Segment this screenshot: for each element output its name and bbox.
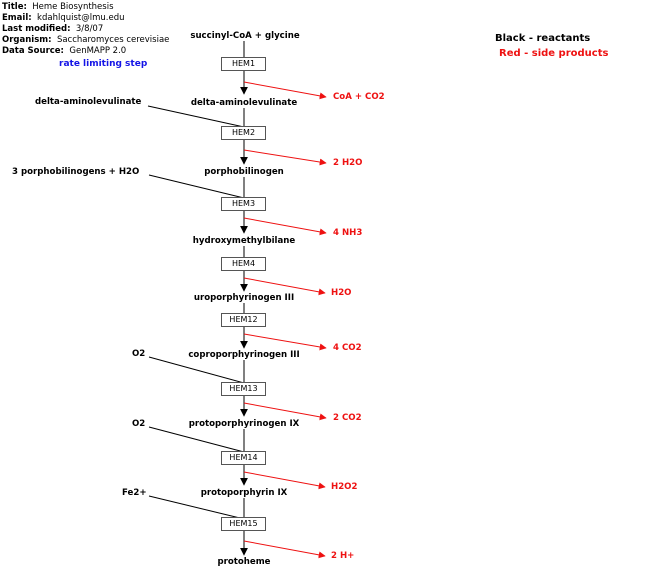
side-arrow-8 — [243, 540, 326, 559]
modified-key: Last modified: — [2, 24, 71, 34]
metabolite-porphobilinogen: porphobilinogen — [204, 167, 284, 177]
metabolite-uroporphyrinogen-iii: uroporphyrinogen III — [193, 293, 295, 303]
side-arrow-7 — [243, 471, 326, 490]
title-key: Title: — [2, 2, 27, 12]
legend-reactants: Black - reactants — [495, 33, 591, 44]
metabolite-succinyl-coa-glycine: succinyl-CoA + glycine — [190, 31, 300, 41]
modified-value: 3/8/07 — [75, 24, 104, 34]
metabolite-delta-aminolevulinate: delta-aminolevulinate — [190, 98, 298, 108]
input-line-pbg — [148, 174, 245, 199]
title-row: Title: Heme Biosynthesis — [2, 2, 169, 13]
metabolite-hydroxymethylbilane: hydroxymethylbilane — [192, 236, 296, 246]
metabolite-protoheme: protoheme — [217, 557, 271, 567]
metabolite-coproporphyrinogen-iii: coproporphyrinogen III — [188, 350, 300, 360]
side-product-h2o: H2O — [331, 288, 352, 298]
side-product-2-h2o: 2 H2O — [333, 158, 363, 168]
cosubstrate-o2-first: O2 — [132, 349, 146, 359]
pathway-info: Title: Heme Biosynthesis Email: kdahlqui… — [2, 2, 169, 57]
enzyme-hem4[interactable]: HEM4 — [221, 257, 266, 271]
modified-row: Last modified: 3/8/07 — [2, 24, 169, 35]
side-product-h2o2: H2O2 — [331, 482, 358, 492]
source-row: Data Source: GenMAPP 2.0 — [2, 46, 169, 57]
cosubstrate-porphobilinogens-h2o: 3 porphobilinogens + H2O — [12, 167, 140, 177]
side-arrow-3 — [243, 217, 327, 236]
email-key: Email: — [2, 13, 32, 23]
source-key: Data Source: — [2, 46, 64, 56]
enzyme-hem2[interactable]: HEM2 — [221, 126, 266, 140]
organism-value: Saccharomyces cerevisiae — [56, 35, 170, 45]
cosubstrate-fe2: Fe2+ — [122, 488, 147, 498]
email-value[interactable]: kdahlquist@lmu.edu — [37, 13, 125, 23]
cosubstrate-o2-second: O2 — [132, 419, 146, 429]
enzyme-hem15[interactable]: HEM15 — [221, 517, 266, 531]
input-line-o2-a — [148, 356, 245, 384]
side-arrow-6 — [243, 402, 327, 421]
input-line-o2-b — [148, 426, 245, 453]
side-arrow-2 — [243, 149, 327, 166]
enzyme-hem14[interactable]: HEM14 — [221, 451, 266, 465]
email-row: Email: kdahlquist@lmu.edu — [2, 13, 169, 24]
input-line-fe — [148, 495, 245, 520]
side-product-coa-co2: CoA + CO2 — [333, 92, 385, 102]
rate-limiting-label: rate limiting step — [59, 59, 148, 69]
metabolite-protoporphyrinogen-ix: protoporphyrinogen IX — [188, 419, 300, 429]
enzyme-hem12[interactable]: HEM12 — [221, 313, 266, 327]
enzyme-hem13[interactable]: HEM13 — [221, 382, 266, 396]
enzyme-hem1[interactable]: HEM1 — [221, 57, 266, 71]
enzyme-hem3[interactable]: HEM3 — [221, 197, 266, 211]
side-product-4-co2: 4 CO2 — [333, 343, 362, 353]
title-value: Heme Biosynthesis — [32, 2, 114, 12]
side-arrow-5 — [243, 333, 327, 351]
source-value: GenMAPP 2.0 — [69, 46, 127, 56]
side-product-4-nh3: 4 NH3 — [333, 228, 363, 238]
legend-side-products: Red - side products — [499, 48, 609, 59]
metabolite-protoporphyrin-ix: protoporphyrin IX — [200, 488, 288, 498]
side-product-2-co2: 2 CO2 — [333, 413, 362, 423]
organism-key: Organism: — [2, 35, 52, 45]
side-product-2-h-plus: 2 H+ — [331, 551, 355, 561]
side-arrow-1 — [243, 81, 327, 100]
side-arrow-4 — [243, 277, 326, 296]
organism-row: Organism: Saccharomyces cerevisiae — [2, 35, 169, 46]
cosubstrate-delta-aminolevulinate: delta-aminolevulinate — [35, 97, 142, 107]
input-line-ala — [147, 105, 245, 128]
